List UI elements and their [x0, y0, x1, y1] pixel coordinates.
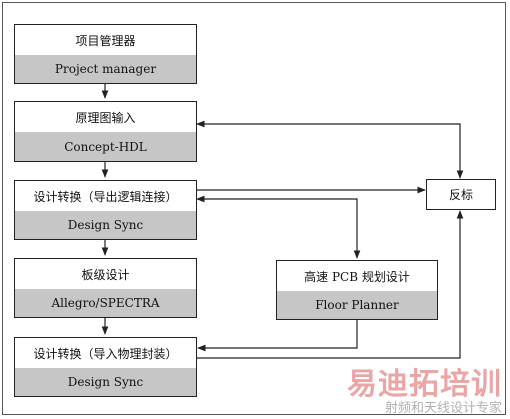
project-manager-box: 项目管理器 Project manager [14, 24, 197, 84]
watermark-main: 易迪拓培训 [347, 367, 502, 402]
highspeed-planning-cn: 高速 PCB 规划设计 [277, 261, 437, 292]
design-sync-import-box: 设计转换（导入物理封装） Design Sync [14, 337, 197, 397]
board-design-en: Allegro/SPECTRA [15, 289, 196, 317]
arrow-sync1-floorplanner [196, 195, 361, 259]
project-manager-en: Project manager [15, 55, 196, 83]
arrow-floorplanner-to-sync2 [197, 320, 358, 352]
schematic-entry-cn: 原理图输入 [15, 102, 196, 133]
design-sync-import-en: Design Sync [15, 368, 196, 396]
project-manager-cn: 项目管理器 [15, 25, 196, 56]
board-design-box: 板级设计 Allegro/SPECTRA [14, 258, 197, 318]
design-sync-export-box: 设计转换（导出逻辑连接） Design Sync [14, 180, 197, 240]
board-design-cn: 板级设计 [15, 259, 196, 290]
schematic-entry-box: 原理图输入 Concept-HDL [14, 101, 197, 162]
arrow-backanno-to-schematic [196, 120, 464, 179]
design-sync-export-cn: 设计转换（导出逻辑连接） [15, 181, 196, 212]
design-sync-import-cn: 设计转换（导入物理封装） [15, 338, 196, 369]
highspeed-planning-box: 高速 PCB 规划设计 Floor Planner [276, 260, 438, 320]
arrow-sync2-to-backanno [197, 210, 464, 359]
highspeed-planning-en: Floor Planner [277, 291, 437, 319]
schematic-entry-en: Concept-HDL [15, 132, 196, 161]
watermark-sub: 射频和天线设计专家 [384, 401, 502, 416]
back-annotation-box: 反标 [426, 179, 496, 210]
design-sync-export-en: Design Sync [15, 211, 196, 239]
watermark: 易迪拓培训 射频和天线设计专家 [347, 369, 502, 417]
diagram-frame [2, 2, 506, 415]
